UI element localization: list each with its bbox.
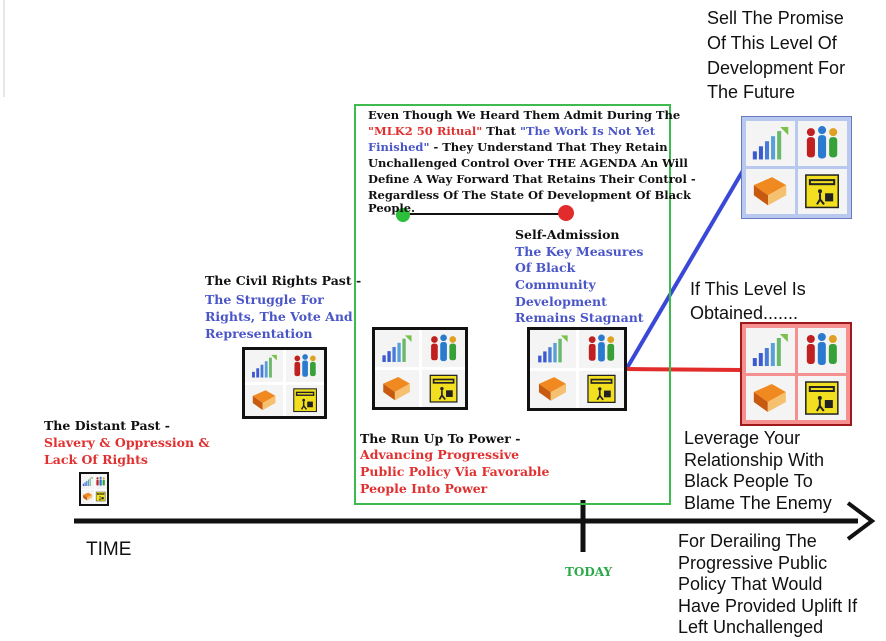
leverage-line4: Blame The Enemy bbox=[684, 493, 832, 513]
if-obtained-line2: Obtained....... bbox=[690, 303, 799, 323]
leverage-line3: Black People To bbox=[684, 471, 813, 491]
book-icon bbox=[746, 169, 795, 214]
family-icon bbox=[286, 350, 324, 382]
time-label: TIME bbox=[86, 539, 132, 560]
caution-sign-icon bbox=[421, 370, 465, 407]
civil-rights-line2: Rights, The Vote And bbox=[205, 309, 353, 324]
caution-sign-icon bbox=[286, 384, 324, 416]
family-icon bbox=[797, 328, 846, 373]
agenda-line5: Define A Way Forward That Retains Their … bbox=[368, 172, 696, 186]
run-up-title: The Run Up To Power - bbox=[360, 431, 521, 446]
agenda-line3-rest: - They Understand That They Retain bbox=[429, 140, 668, 154]
sell-promise-line2: Of This Level Of bbox=[707, 33, 837, 53]
agenda-line6: Regardless Of The State Of Development O… bbox=[368, 188, 691, 202]
distant-past-title: The Distant Past - bbox=[44, 418, 170, 433]
bar-chart-icon bbox=[245, 350, 283, 382]
civil-rights-title: The Civil Rights Past - bbox=[205, 273, 362, 288]
bar-chart-icon bbox=[530, 330, 576, 368]
civil-rights-tile bbox=[242, 347, 327, 419]
self-admission-line5: Remains Stagnant bbox=[515, 310, 644, 325]
mlk-ritual-text: "MLK2 50 Ritual" bbox=[368, 124, 483, 138]
derailing-line1: For Derailing The bbox=[678, 531, 817, 551]
book-icon bbox=[530, 370, 576, 408]
book-icon bbox=[375, 370, 419, 407]
run-up-line2: Public Policy Via Favorable bbox=[360, 464, 550, 479]
agenda-line3: Finished" - They Understand That They Re… bbox=[368, 139, 668, 155]
stagnant-tile bbox=[527, 327, 627, 411]
self-admission-line2: Of Black bbox=[515, 260, 576, 275]
distant-past-tile bbox=[79, 472, 109, 506]
caution-sign-icon bbox=[797, 375, 846, 420]
sell-promise-line3: Development For bbox=[707, 58, 846, 78]
family-icon bbox=[421, 330, 465, 367]
self-admission-line1: The Key Measures bbox=[515, 244, 644, 259]
if-obtained-line1: If This Level Is bbox=[690, 279, 806, 299]
obtained-line bbox=[626, 367, 743, 372]
time-axis-arrowhead bbox=[846, 501, 876, 541]
run-up-line3: People Into Power bbox=[360, 481, 488, 496]
agenda-line2: "MLK2 50 Ritual" That "The Work Is Not Y… bbox=[368, 123, 655, 139]
leverage-line2: Relationship With bbox=[684, 450, 825, 470]
bar-chart-icon bbox=[375, 330, 419, 367]
civil-rights-line1: The Struggle For bbox=[205, 292, 324, 307]
derailing-line2: Progressive Public bbox=[678, 553, 828, 573]
civil-rights-line3: Representation bbox=[205, 326, 313, 341]
family-icon bbox=[798, 121, 847, 166]
book-icon bbox=[245, 384, 283, 416]
family-icon bbox=[94, 474, 107, 489]
sell-promise-line4: The Future bbox=[707, 82, 796, 102]
promise-line bbox=[625, 160, 750, 370]
bar-chart-icon bbox=[746, 328, 795, 373]
derailing-line3: Policy That Would bbox=[678, 574, 823, 594]
agenda-line2-that: That bbox=[482, 124, 520, 138]
caution-sign-icon bbox=[578, 370, 624, 408]
agenda-end-dot bbox=[558, 205, 574, 221]
self-admission-line3: Community bbox=[515, 277, 596, 292]
obtained-tile bbox=[740, 322, 852, 426]
leverage-line1: Leverage Your bbox=[684, 428, 801, 448]
bar-chart-icon bbox=[81, 474, 94, 489]
finished-text: Finished" bbox=[368, 140, 430, 154]
today-label: TODAY bbox=[565, 565, 613, 579]
run-up-line1: Advancing Progressive bbox=[360, 447, 520, 462]
family-icon bbox=[578, 330, 624, 368]
distant-past-line1: Slavery & Oppression & bbox=[44, 435, 210, 450]
book-icon bbox=[746, 375, 795, 420]
distant-past-line2: Lack Of Rights bbox=[44, 452, 148, 467]
agenda-line1: Even Though We Heard Them Admit During T… bbox=[368, 108, 681, 122]
self-admission-title: Self-Admission bbox=[515, 227, 620, 242]
bar-chart-icon bbox=[746, 121, 795, 166]
agenda-line7: People. bbox=[368, 201, 416, 215]
self-admission-line4: Development bbox=[515, 294, 607, 309]
book-icon bbox=[81, 489, 94, 504]
derailing-line4: Have Provided Uplift If bbox=[678, 596, 858, 616]
sell-promise-line1: Sell The Promise bbox=[707, 8, 844, 28]
caution-sign-icon bbox=[798, 169, 847, 214]
future-tile bbox=[741, 116, 852, 219]
caution-sign-icon bbox=[94, 489, 107, 504]
agenda-start-dot bbox=[396, 208, 410, 222]
work-not-finished-text: "The Work Is Not Yet bbox=[519, 124, 656, 138]
derailing-line5: Left Unchallenged bbox=[678, 617, 824, 637]
agenda-box bbox=[354, 104, 671, 505]
agenda-line4: Unchallenged Control Over THE AGENDA An … bbox=[368, 156, 688, 170]
run-up-tile bbox=[372, 327, 468, 410]
